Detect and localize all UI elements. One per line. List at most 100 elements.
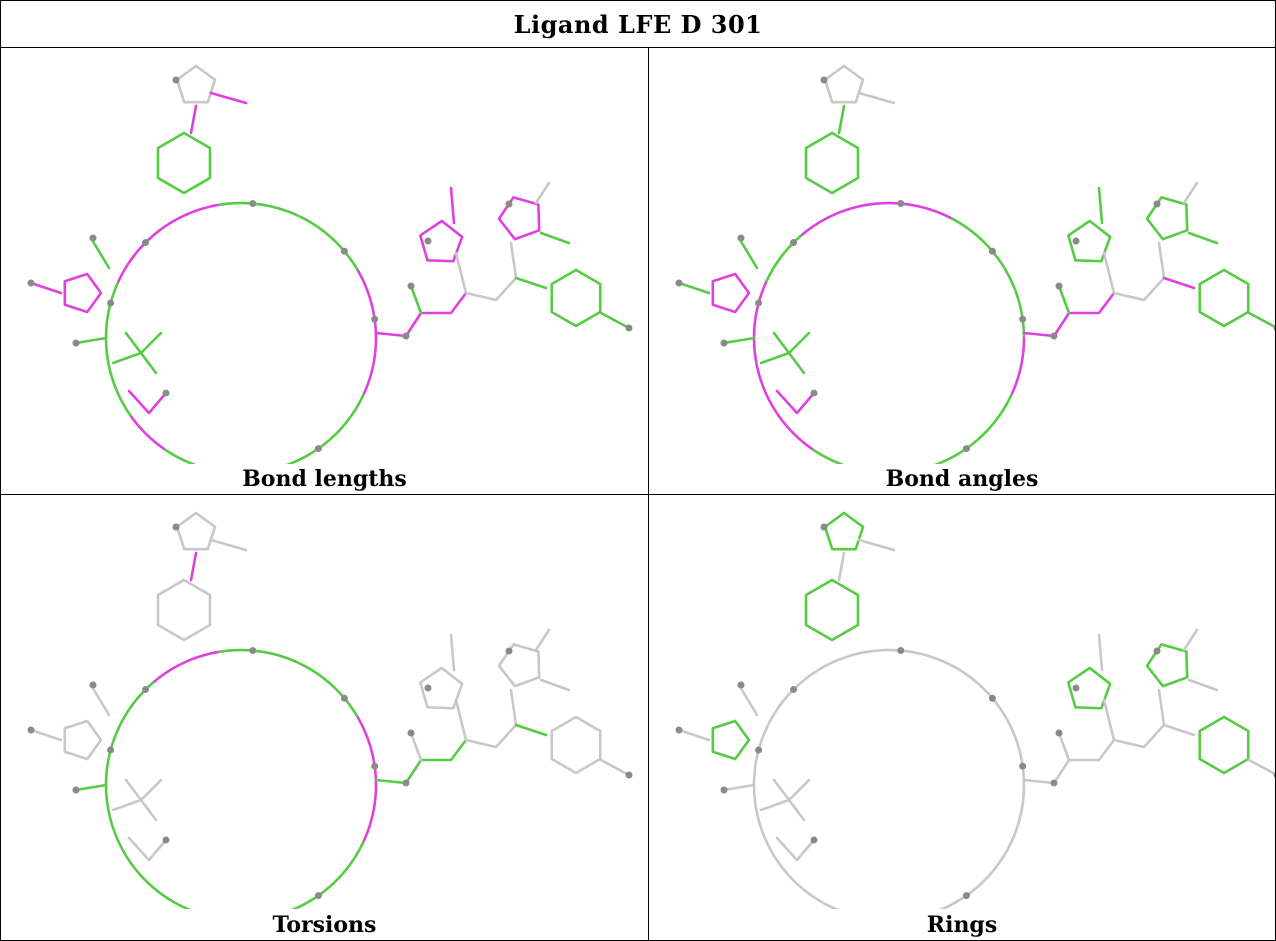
fragment-bond <box>857 91 896 105</box>
macrocycle-bond <box>800 650 867 683</box>
fragment-bond <box>722 336 756 345</box>
atom-marker <box>1273 772 1275 778</box>
fragment-bond <box>63 272 103 314</box>
fragment-bond <box>550 715 602 775</box>
fragment-bond <box>29 728 63 742</box>
title-bar: Ligand LFE D 301 <box>1 1 1275 48</box>
fragment-bond <box>1067 666 1112 710</box>
fragment-bond <box>74 783 108 792</box>
macrocycle-bond <box>864 648 954 668</box>
fragment-bond <box>1187 678 1219 692</box>
atom-marker <box>810 389 818 397</box>
fragment-bond <box>677 728 711 742</box>
macrocycle-bond <box>362 783 378 844</box>
atom-marker <box>402 332 410 340</box>
atom-marker <box>424 684 432 692</box>
fragment-bond <box>449 633 456 672</box>
macrocycle-bond <box>290 900 310 909</box>
fragment-bond <box>1198 268 1250 328</box>
fragment-bond <box>63 719 103 761</box>
caption-torsions: Torsions <box>272 912 377 938</box>
fragment-bond <box>175 64 217 104</box>
fragment-bond <box>775 836 816 862</box>
molecule-bond-angles <box>675 64 1275 464</box>
macrocycle-bond <box>1010 336 1026 397</box>
fragment-bond <box>1097 186 1104 225</box>
atom-marker <box>1050 779 1058 787</box>
atom-marker <box>162 836 170 844</box>
macrocycle-bond <box>216 201 306 221</box>
fragment-bond <box>722 783 756 792</box>
fragment-bond <box>209 91 248 105</box>
atom-marker <box>249 200 257 208</box>
macrocycle-bond <box>162 894 192 909</box>
atom-marker <box>720 339 728 347</box>
fragment-bond <box>534 628 551 652</box>
fragment-bond <box>857 538 896 552</box>
macrocycle-bond <box>752 783 780 864</box>
atom-marker <box>820 76 828 84</box>
fragment-bond <box>1182 628 1199 652</box>
fragment-bond <box>772 778 791 802</box>
fragment-bond <box>677 281 711 295</box>
fragment-bond <box>209 538 248 552</box>
atom-marker <box>1072 684 1080 692</box>
atom-marker <box>407 729 415 737</box>
atom-marker <box>820 523 828 531</box>
macrocycle-bond <box>104 726 120 787</box>
atom-marker <box>1019 315 1027 323</box>
atom-marker <box>72 786 80 794</box>
atom-marker <box>142 239 150 247</box>
fragment-bond <box>124 331 143 355</box>
fragment-bond <box>837 551 846 582</box>
atom-marker <box>720 786 728 794</box>
macrocycle-bond <box>800 203 867 236</box>
macrocycle-bond <box>303 664 360 719</box>
fragment-bond <box>539 678 571 692</box>
fragment-bond <box>711 719 751 761</box>
fragment-bond <box>1145 643 1189 688</box>
atom-marker <box>27 726 35 734</box>
fragment-bond <box>787 798 806 822</box>
macrocycle-bond <box>951 217 1008 272</box>
atom-marker <box>407 282 415 290</box>
fragment-bond <box>139 798 158 822</box>
fragment-bond <box>804 578 860 642</box>
molecule-torsions <box>27 511 633 909</box>
fragment-bond <box>1187 231 1219 245</box>
atom-marker <box>172 523 180 531</box>
macrocycle-bond <box>933 453 958 464</box>
atom-marker <box>314 892 322 900</box>
macrocycle-bond <box>104 783 132 864</box>
fragment-bond <box>1247 311 1275 329</box>
fragment-bond <box>775 389 816 415</box>
fragment-bond <box>189 104 198 135</box>
fragment-bond <box>599 311 631 330</box>
fragment-bond <box>127 389 168 415</box>
atom-marker <box>1072 237 1080 245</box>
molecule-rings <box>675 511 1275 909</box>
fragment-bond <box>1145 196 1189 241</box>
atom-marker <box>1273 325 1275 331</box>
atom-marker <box>897 647 905 655</box>
fragment-bond <box>1097 633 1104 672</box>
fragment-bond <box>454 241 518 302</box>
macrocycle-bond <box>777 414 813 450</box>
macrocycle-bond <box>129 861 165 897</box>
atom-marker <box>1153 200 1161 208</box>
macrocycle-bond <box>864 201 954 221</box>
panel-rings: Rings <box>649 495 1275 940</box>
fragment-bond <box>539 231 571 245</box>
figure-title: Ligand LFE D 301 <box>513 9 763 39</box>
fragment-bond <box>454 688 518 749</box>
fragment-bond <box>823 64 865 104</box>
fragment-bond <box>419 219 464 263</box>
atom-marker <box>340 247 348 255</box>
macrocycle-bond <box>303 217 360 272</box>
fragment-bond <box>1162 723 1196 737</box>
fragment-bond <box>837 104 846 135</box>
fragment-bond <box>823 511 865 551</box>
fragment-bond <box>374 291 468 338</box>
caption-bond-angles: Bond angles <box>885 466 1039 492</box>
